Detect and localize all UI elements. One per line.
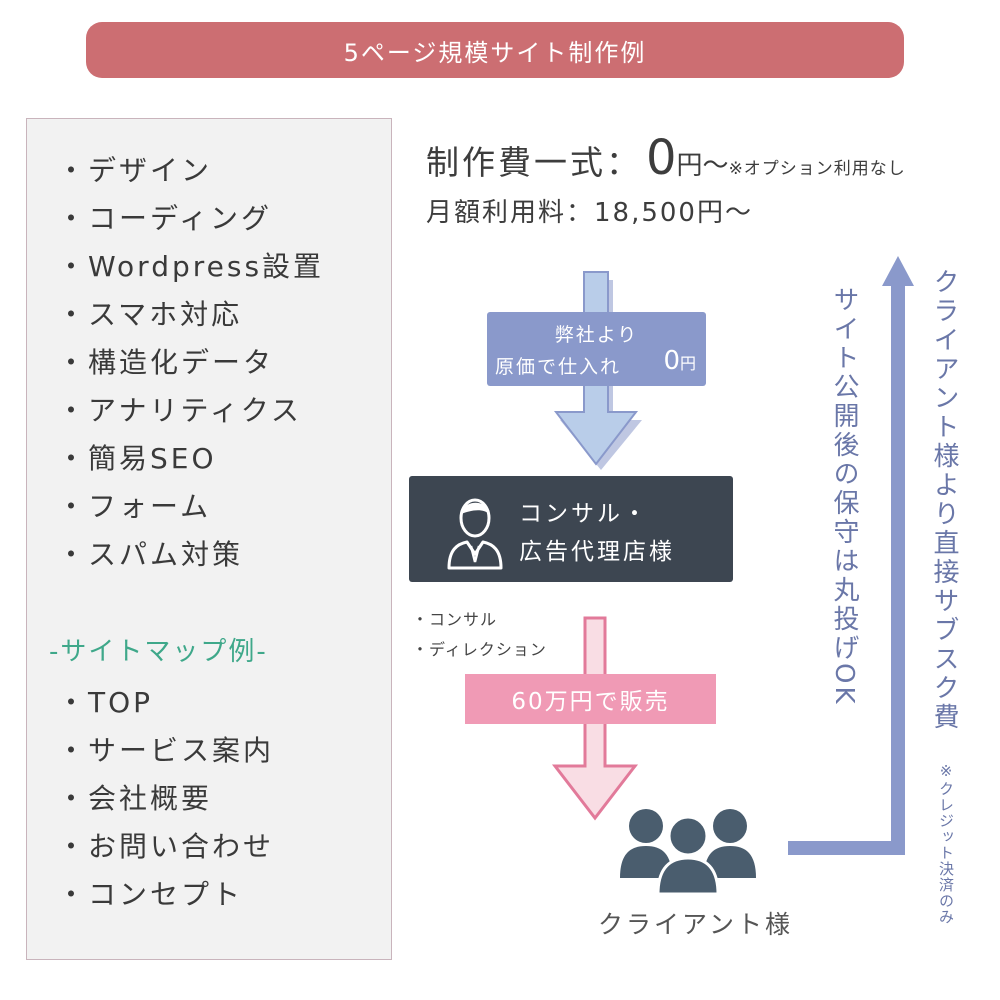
consultant-box: コンサル・ 広告代理店様 [409, 476, 733, 582]
source-line2: 原価で仕入れ [495, 356, 622, 378]
subscription-arrowhead [882, 256, 914, 286]
feature-item: ・スパム対策 [57, 538, 244, 571]
feature-item: ・デザイン [57, 154, 213, 187]
monthly-fee: 月額利用料：18,500円～ [426, 198, 753, 228]
source-line1: 弊社より [554, 324, 639, 346]
sale-box: 60万円で販売 [465, 674, 716, 724]
feature-item: ・コーディング [57, 202, 273, 235]
feature-item: ・構造化データ [57, 346, 275, 379]
service-item: ・コンサル [412, 610, 498, 629]
client-label: クライアント様 [598, 910, 794, 939]
feature-item: ・スマホ対応 [57, 298, 243, 331]
page-title: 5ページ規模サイト制作例 [86, 22, 904, 78]
sitemap-item: ・コンセプト [57, 878, 244, 911]
feature-item: ・フォーム [57, 490, 212, 523]
production-cost: 制作費一式：0円～※オプション利用なし [426, 130, 906, 186]
feature-item: ・簡易SEO [57, 442, 217, 475]
source-price-value: 0 [663, 346, 680, 376]
group-icon [620, 809, 756, 896]
person-icon [447, 498, 503, 570]
production-cost-value: 0 [646, 130, 677, 186]
production-cost-label: 制作費一式： [426, 143, 642, 182]
production-cost-unit: 円～ [676, 151, 729, 181]
sitemap-item: ・お問い合わせ [57, 830, 275, 863]
sitemap-item: ・サービス案内 [57, 734, 275, 767]
service-item: ・ディレクション [412, 640, 547, 659]
source-price-unit: 円 [679, 354, 696, 373]
source-price: 0円 [663, 346, 696, 376]
feature-item: ・アナリティクス [57, 394, 302, 427]
subscription-connector [788, 282, 905, 855]
features-panel: ・デザイン ・コーディング ・Wordpress設置 ・スマホ対応 ・構造化デー… [26, 118, 392, 960]
feature-item: ・Wordpress設置 [57, 250, 325, 283]
maintenance-text: サイト公開後の保守は丸投げOK [829, 286, 859, 707]
sitemap-item: ・TOP [57, 686, 154, 719]
production-cost-note: ※オプション利用なし [728, 159, 906, 179]
consultant-line2: 広告代理店様 [519, 539, 675, 565]
source-box: 弊社より 原価で仕入れ 0円 [487, 312, 706, 386]
subscription-text: クライアント様より直接サブスク費 [929, 268, 959, 732]
sitemap-item: ・会社概要 [57, 782, 213, 815]
credit-note: ※クレジット決済のみ [937, 762, 955, 925]
consultant-line1: コンサル・ [519, 501, 649, 527]
sitemap-heading: -サイトマップ例- [49, 637, 268, 667]
